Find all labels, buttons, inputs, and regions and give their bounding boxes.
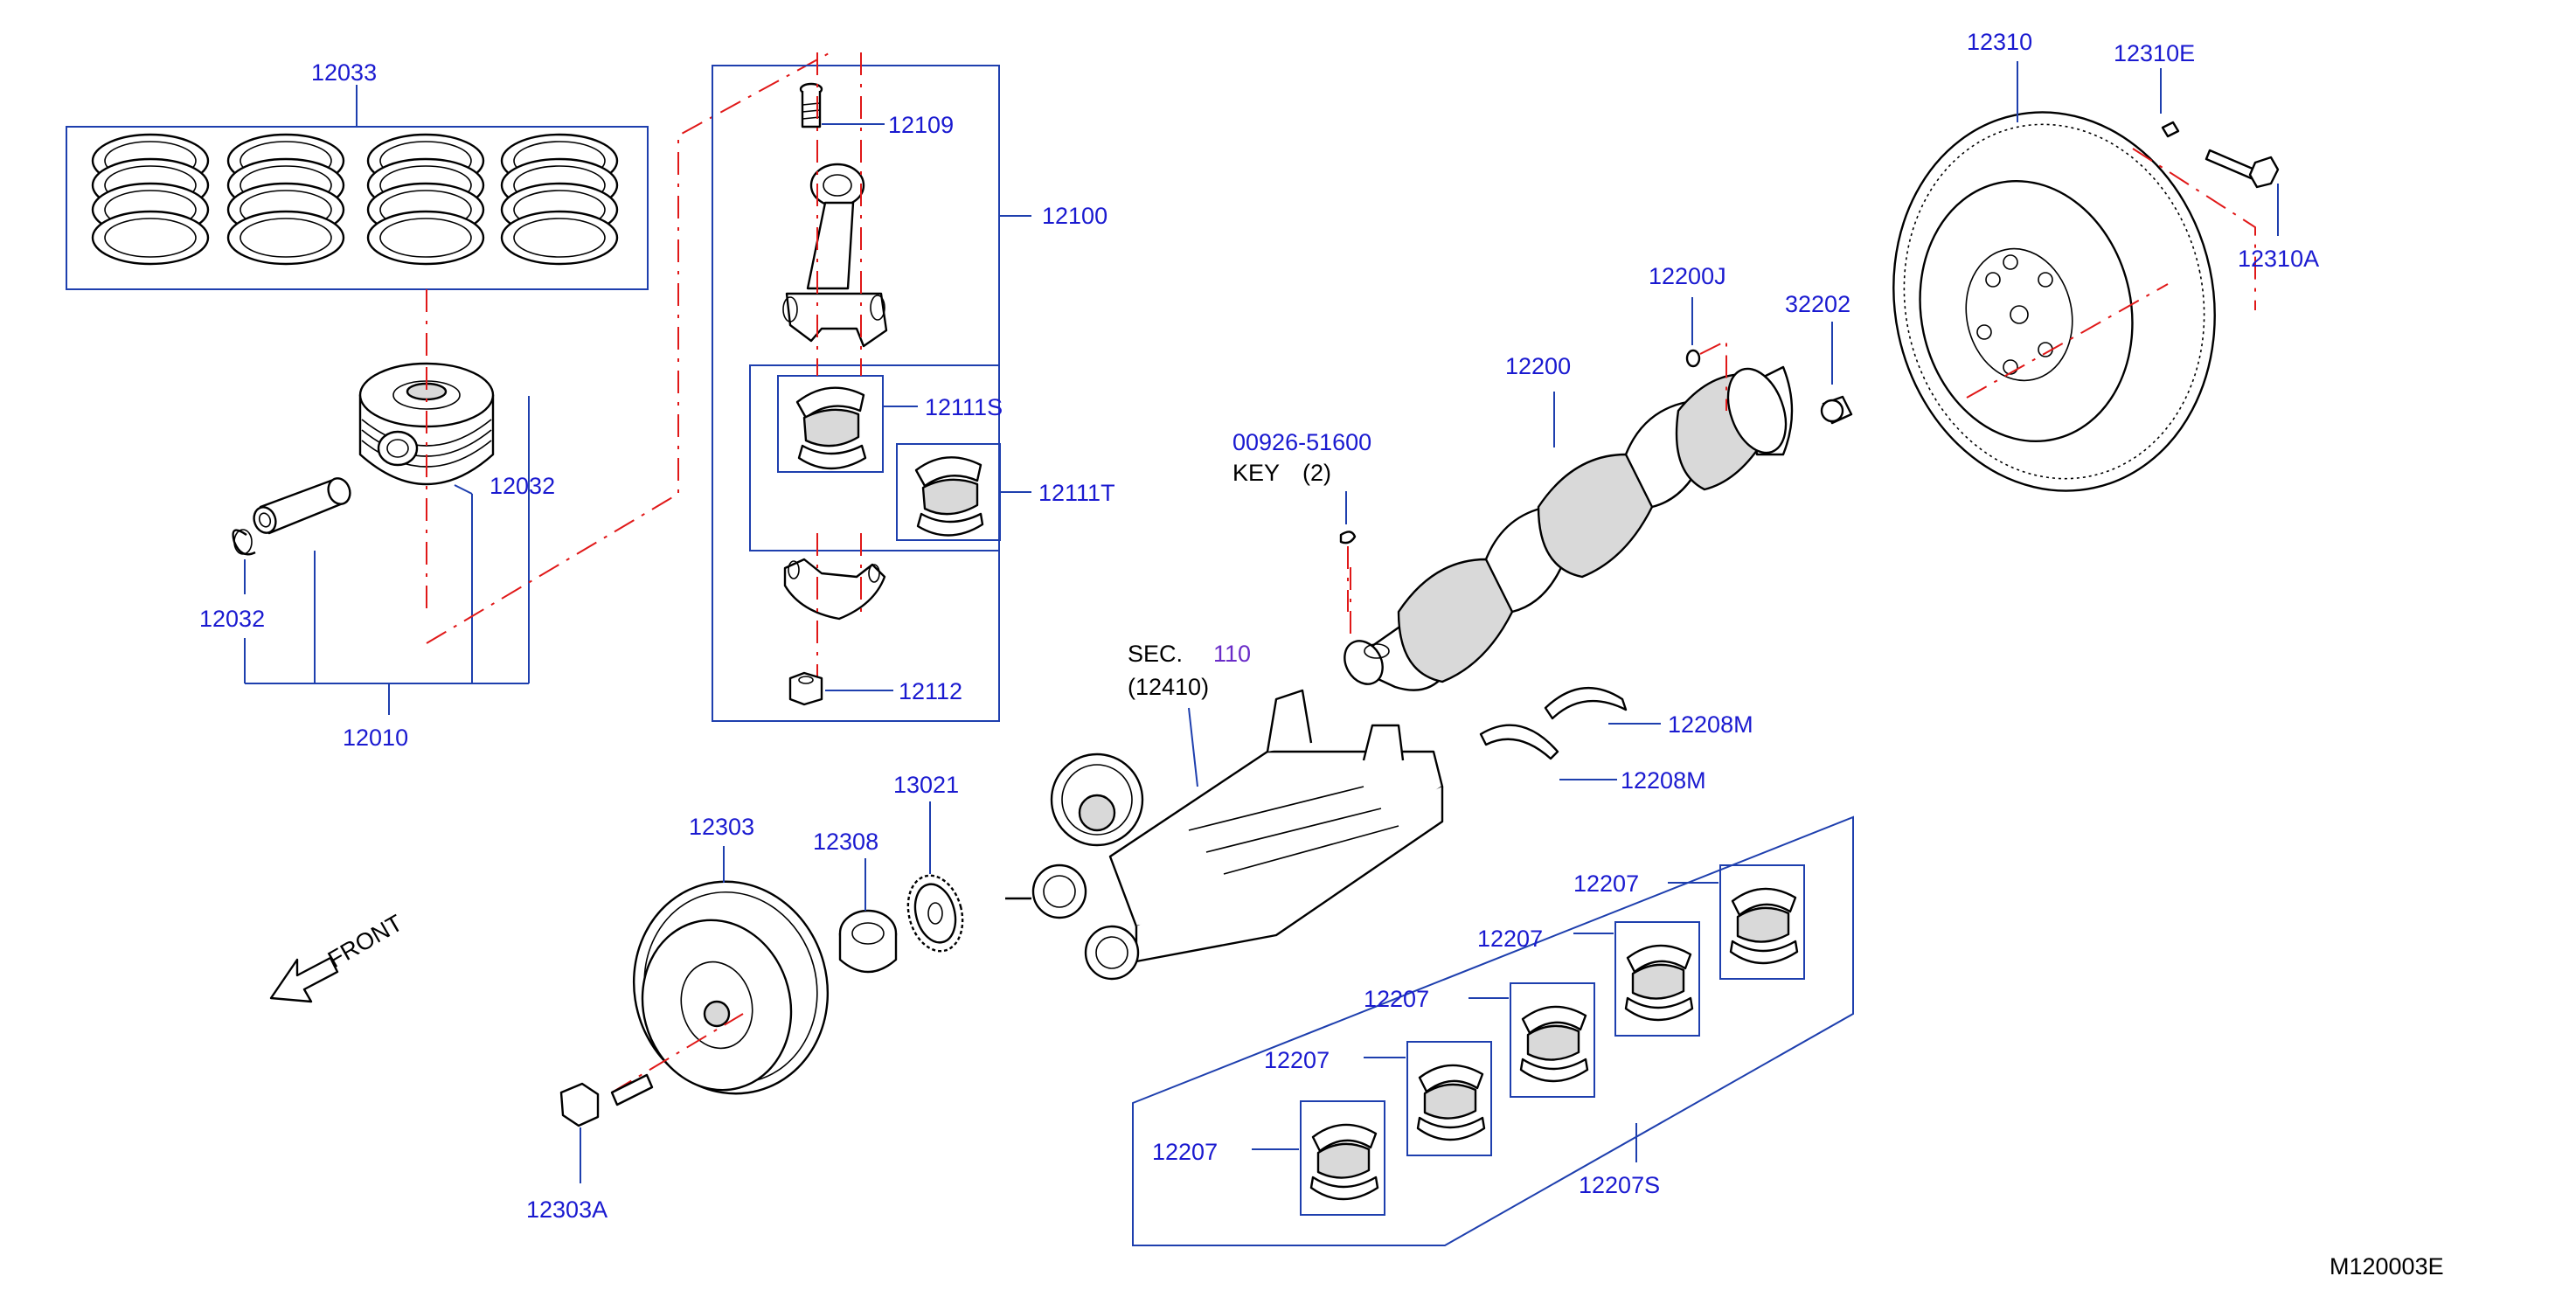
label-piston-assy[interactable]: 12010 [343, 725, 408, 751]
label-sec-ref: SEC. [1128, 641, 1183, 667]
label-key-part[interactable]: 00926-51600 [1232, 429, 1371, 455]
label-spacer[interactable]: 12308 [813, 829, 878, 855]
pulley-bolt-icon[interactable] [559, 1073, 654, 1127]
label-flywheel[interactable]: 12310 [1967, 29, 2032, 55]
balancer-shaft-icon[interactable] [1005, 689, 1444, 981]
piston-rings-group[interactable] [66, 85, 649, 290]
label-con-rod-bearing-t[interactable]: 12111T [1038, 480, 1115, 506]
label-rings-set[interactable]: 12033 [311, 59, 377, 86]
label-piston-pin[interactable]: 12032 [490, 473, 555, 499]
label-sec-part: (12410) [1128, 674, 1209, 700]
bearing-shell-icon[interactable] [914, 456, 984, 537]
thrust-washer-icon[interactable] [1544, 686, 1628, 720]
label-dowel-pin[interactable]: 12310E [2114, 40, 2195, 66]
con-rod-bolt-icon[interactable] [799, 82, 823, 128]
label-key-qty: (2) [1302, 460, 1331, 486]
flywheel-bolt-icon[interactable] [2205, 149, 2280, 189]
piston-icon[interactable] [358, 362, 495, 486]
label-sec-num[interactable]: 110 [1213, 641, 1251, 667]
label-main-bearing-2[interactable]: 12207 [1477, 926, 1543, 952]
pilot-bushing-icon[interactable] [1820, 395, 1853, 425]
piston-ring-icon [91, 133, 619, 266]
crank-plug-icon[interactable] [1685, 349, 1701, 368]
diagram-code: M120003E [2330, 1253, 2444, 1280]
label-con-rod-nut[interactable]: 12112 [899, 678, 962, 704]
snap-ring-icon[interactable] [232, 529, 256, 556]
crank-pulley-icon[interactable] [610, 860, 851, 1116]
label-main-bearing-set[interactable]: 12207S [1579, 1172, 1660, 1198]
label-pilot-bushing[interactable]: 32202 [1785, 291, 1850, 317]
label-thrust-washer-lower[interactable]: 12208M [1621, 767, 1706, 794]
label-gear[interactable]: 13021 [893, 772, 959, 798]
label-pulley-bolt[interactable]: 12303A [526, 1196, 608, 1223]
bearing-shell-icon [1309, 887, 1799, 1201]
label-main-bearing-5[interactable]: 12207 [1152, 1139, 1218, 1165]
dowel-pin-icon[interactable] [2161, 121, 2180, 138]
thrust-washer-icon[interactable] [1479, 724, 1559, 760]
label-main-bearing-3[interactable]: 12207 [1364, 986, 1429, 1012]
con-rod-nut-icon[interactable] [788, 671, 823, 706]
piston-pin-icon[interactable] [251, 475, 354, 536]
con-rod-cap-icon[interactable] [783, 558, 886, 621]
label-con-rod-assy[interactable]: 12100 [1042, 203, 1107, 229]
label-front: FRONT [323, 910, 407, 973]
label-pulley[interactable]: 12303 [689, 814, 754, 840]
label-snap-ring[interactable]: 12032 [199, 606, 265, 632]
label-main-bearing-1[interactable]: 12207 [1573, 870, 1639, 897]
arrow-front-icon [269, 956, 339, 1003]
label-crank-plug[interactable]: 12200J [1649, 263, 1726, 289]
key-icon[interactable] [1339, 531, 1357, 544]
main-bearings-group[interactable] [1132, 815, 1854, 1246]
spacer-icon[interactable] [838, 909, 898, 974]
bearing-shell-icon[interactable] [795, 386, 867, 470]
label-key: KEY [1232, 460, 1280, 486]
label-flywheel-bolt[interactable]: 12310A [2238, 246, 2319, 272]
label-thrust-washer-upper[interactable]: 12208M [1668, 711, 1753, 738]
label-crankshaft[interactable]: 12200 [1505, 353, 1571, 379]
label-con-rod-bearing-s[interactable]: 12111S [925, 394, 1003, 420]
crankshaft-icon[interactable] [1337, 361, 1797, 691]
connecting-rod-icon[interactable] [782, 163, 888, 348]
label-main-bearing-4[interactable]: 12207 [1264, 1047, 1330, 1073]
flywheel-icon[interactable] [1859, 82, 2250, 521]
label-con-rod-bolt[interactable]: 12109 [888, 112, 954, 138]
gear-icon[interactable] [900, 870, 971, 958]
